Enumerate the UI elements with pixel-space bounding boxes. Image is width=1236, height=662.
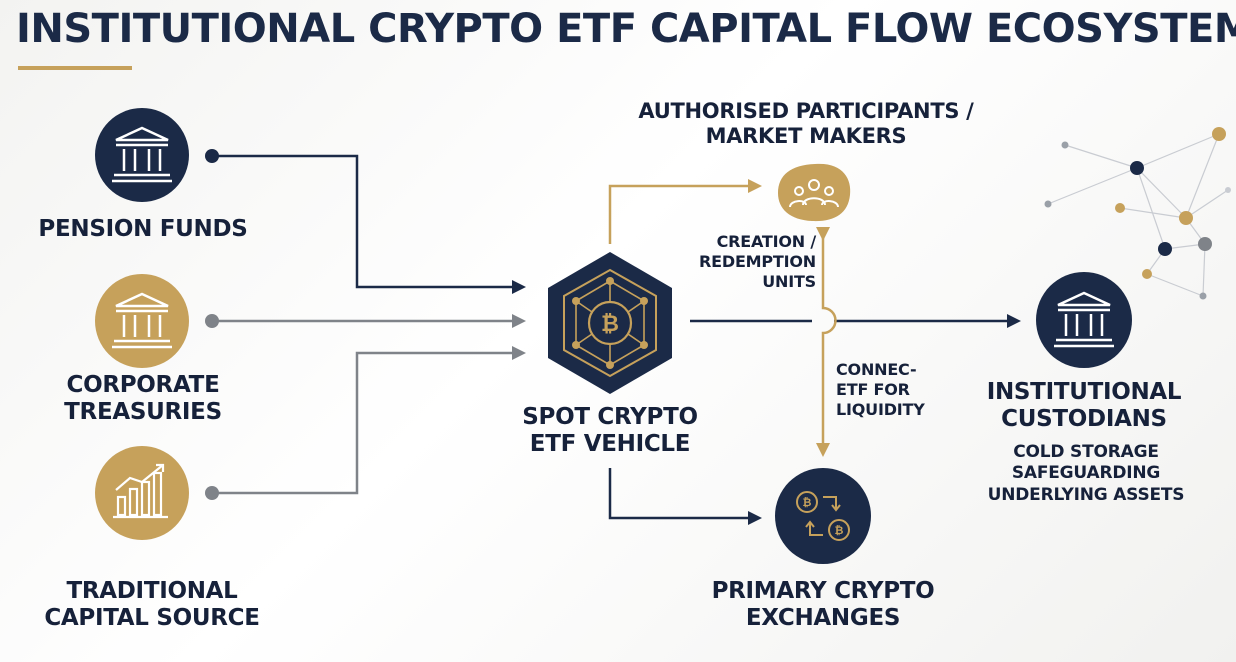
network-nodes: [1044, 127, 1231, 300]
authorised-participants-label: AUTHORISED PARTICIPANTS / MARKET MAKERS: [606, 99, 1006, 149]
people-group-icon: [778, 163, 851, 222]
traditional-capital-connector: [205, 346, 526, 500]
custodians-bank-icon: [1036, 272, 1132, 368]
pension-funds-icon: [95, 108, 189, 202]
corporate-treasuries-connector: [205, 314, 526, 328]
custodians-label: INSTITUTIONAL CUSTODIANS: [966, 379, 1202, 433]
custodians-line-2: CUSTODIANS: [1001, 406, 1167, 433]
title-underline: [18, 66, 132, 70]
exchanges-line-1: PRIMARY CRYPTO: [711, 578, 935, 604]
custodians-description: COLD STORAGE SAFEGUARDING UNDERLYING ASS…: [966, 442, 1206, 506]
svg-text:₿: ₿: [803, 496, 812, 509]
authorised-participants-line-1: AUTHORISED PARTICIPANTS /: [638, 99, 974, 123]
traditional-capital-line-2: CAPITAL SOURCE: [44, 605, 260, 632]
etf-to-authorised-arrow: [608, 179, 762, 244]
custodians-sub-line-1: COLD STORAGE: [1013, 442, 1159, 462]
corporate-treasuries-line-1: CORPORATE: [66, 372, 220, 398]
etf-vehicle-label: SPOT CRYPTO ETF VEHICLE: [490, 404, 730, 458]
traditional-capital-line-1: TRADITIONAL: [66, 578, 238, 604]
creation-line-3: UNITS: [762, 272, 816, 291]
svg-text:₿: ₿: [835, 524, 844, 537]
corporate-treasuries-icon: [95, 274, 189, 368]
custodians-sub-line-3: UNDERLYING ASSETS: [987, 484, 1185, 505]
authorised-exchanges-link: [816, 227, 837, 457]
growth-chart-icon: [95, 446, 189, 540]
connect-line-2: ETF FOR: [836, 380, 910, 399]
connect-line-3: LIQUIDITY: [836, 400, 925, 419]
exchanges-line-2: EXCHANGES: [745, 605, 901, 632]
svg-text:₿: ₿: [601, 312, 619, 337]
pension-funds-connector: [205, 149, 526, 294]
crypto-exchange-icon: ₿ ₿: [775, 468, 871, 564]
corporate-treasuries-line-2: TREASURIES: [64, 399, 222, 426]
creation-redemption-label: CREATION / REDEMPTION UNITS: [676, 232, 816, 292]
creation-line-2: REDEMPTION: [699, 252, 816, 271]
page-title: INSTITUTIONAL CRYPTO ETF CAPITAL FLOW EC…: [16, 6, 1236, 52]
etf-to-exchanges-arrow: [608, 468, 762, 525]
etf-vehicle-line-1: SPOT CRYPTO: [522, 404, 698, 430]
custodians-sub-line-2: SAFEGUARDING: [1011, 463, 1161, 484]
custodians-line-1: INSTITUTIONAL: [986, 379, 1182, 405]
network-decoration: [1047, 133, 1229, 297]
authorised-participants-line-2: MARKET MAKERS: [705, 123, 907, 148]
traditional-capital-label: TRADITIONAL CAPITAL SOURCE: [22, 578, 282, 632]
bitcoin-network-icon: ₿: [548, 252, 672, 394]
connect-line-1: CONNEC-: [836, 360, 917, 379]
connect-liquidity-label: CONNEC- ETF FOR LIQUIDITY: [836, 360, 946, 420]
exchanges-label: PRIMARY CRYPTO EXCHANGES: [690, 578, 956, 632]
creation-line-1: CREATION /: [716, 232, 817, 251]
pension-funds-label: PENSION FUNDS: [38, 216, 248, 242]
etf-vehicle-line-2: ETF VEHICLE: [529, 431, 691, 458]
corporate-treasuries-label: CORPORATE TREASURIES: [30, 372, 256, 426]
